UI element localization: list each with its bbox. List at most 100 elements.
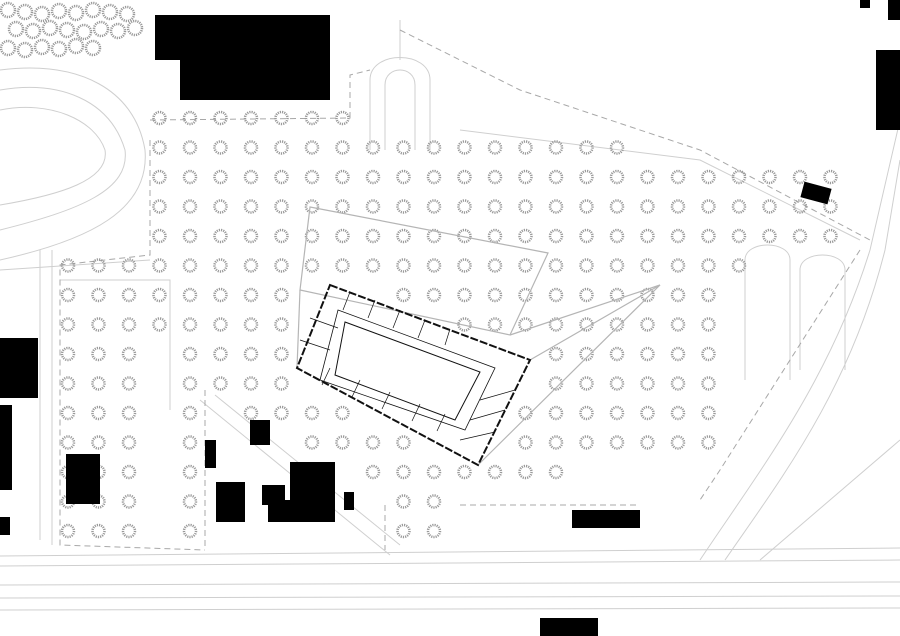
tree-icon	[365, 435, 381, 450]
tree-icon	[518, 140, 533, 155]
tree-icon	[426, 494, 442, 509]
tree-icon	[118, 5, 136, 23]
tree-icon	[335, 228, 350, 244]
building-footprint	[540, 618, 598, 636]
tree-icon	[670, 317, 686, 332]
wedge-line	[477, 284, 661, 466]
tree-icon	[518, 405, 533, 421]
tree-icon	[60, 405, 76, 421]
tree-icon	[823, 199, 838, 214]
building-footprint	[155, 15, 330, 60]
tree-icon	[548, 258, 564, 273]
building-footprint	[180, 55, 330, 100]
tree-icon	[41, 19, 59, 37]
tree-icon	[50, 2, 68, 20]
tree-icon	[152, 169, 167, 185]
tree-icon	[365, 169, 381, 185]
tree-icon	[731, 199, 747, 214]
tree-icon	[304, 110, 320, 126]
tree-icon	[67, 4, 85, 22]
tree-icon	[213, 228, 228, 244]
tree-icon	[823, 169, 838, 185]
tree-icon	[579, 405, 594, 421]
tree-icon	[609, 140, 625, 155]
tree-icon	[548, 464, 564, 480]
tree-icon	[609, 317, 625, 332]
tree-icon	[304, 199, 320, 214]
tree-icon	[548, 199, 564, 214]
curved-road	[0, 106, 106, 206]
tree-icon	[60, 435, 76, 450]
tree-icon	[91, 435, 106, 450]
property-line	[149, 69, 371, 121]
main-road-edge	[0, 607, 900, 611]
roads	[0, 20, 900, 611]
tree-icon	[182, 258, 198, 273]
tree-icon	[182, 140, 198, 155]
building-footprint	[888, 0, 900, 20]
tree-icon	[75, 23, 93, 41]
building-footprint	[290, 462, 335, 522]
tree-icon	[396, 140, 411, 155]
parking-loop	[744, 244, 791, 380]
tree-icon	[213, 317, 228, 332]
tree-icon	[609, 169, 625, 185]
tree-icon	[457, 464, 472, 480]
tree-icon	[121, 376, 137, 391]
tree-icon	[487, 140, 503, 155]
tree-icon	[91, 346, 106, 362]
main-road-edge	[0, 581, 900, 586]
main-road-edge	[0, 547, 900, 557]
tree-icon	[701, 199, 716, 214]
trees	[0, 1, 838, 539]
tree-icon	[640, 435, 655, 450]
tree-icon	[670, 346, 686, 362]
tree-icon	[701, 405, 716, 421]
tree-icon	[731, 258, 747, 273]
parking-loop	[369, 57, 431, 150]
tree-icon	[548, 435, 564, 450]
tree-icon	[396, 494, 411, 509]
tree-icon	[823, 228, 838, 244]
right-road	[699, 119, 900, 561]
tree-icon	[548, 317, 564, 332]
tree-icon	[579, 140, 594, 155]
tree-icon	[731, 228, 747, 244]
tree-icon	[670, 199, 686, 214]
building-footprint	[268, 500, 295, 522]
parking-loop	[384, 69, 416, 150]
tree-icon	[731, 169, 747, 185]
tree-icon	[182, 523, 198, 539]
tree-icon	[579, 258, 594, 273]
building-footprint	[205, 440, 216, 468]
tree-icon	[213, 199, 228, 214]
tree-icon	[182, 405, 198, 421]
tree-icon	[274, 110, 289, 126]
tree-icon	[274, 140, 289, 155]
tree-icon	[487, 228, 503, 244]
tree-icon	[518, 287, 533, 303]
main-road-edge	[0, 559, 900, 567]
tree-icon	[213, 376, 228, 391]
tree-icon	[396, 199, 411, 214]
building-footprint	[800, 181, 832, 205]
tree-icon	[701, 317, 716, 332]
tree-icon	[84, 39, 102, 57]
tree-icon	[335, 258, 350, 273]
tree-icon	[670, 287, 686, 303]
tree-icon	[274, 287, 289, 303]
tree-icon	[304, 435, 320, 450]
tree-icon	[792, 169, 808, 185]
tree-icon	[426, 199, 442, 214]
tree-icon	[152, 258, 167, 273]
tree-icon	[396, 287, 411, 303]
tree-icon	[396, 228, 411, 244]
right-road	[759, 439, 900, 561]
tree-icon	[792, 199, 808, 214]
tree-icon	[274, 228, 289, 244]
tree-icon	[335, 110, 350, 126]
tree-icon	[152, 228, 167, 244]
tree-icon	[762, 169, 777, 185]
tree-icon	[274, 346, 289, 362]
main-building-floorplan	[295, 283, 532, 467]
